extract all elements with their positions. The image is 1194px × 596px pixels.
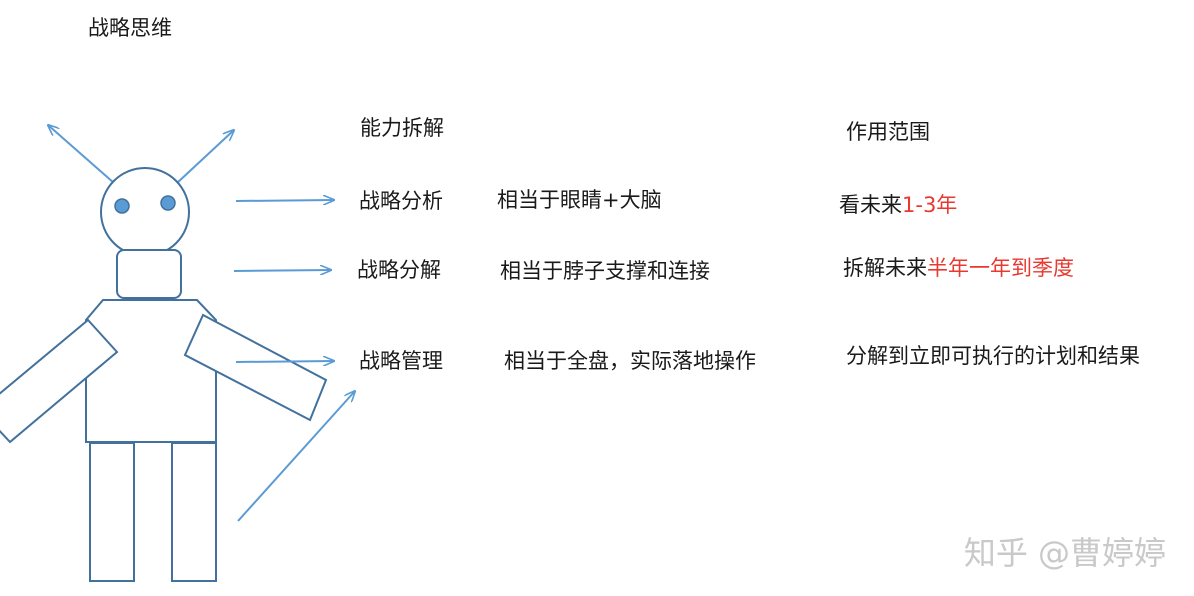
ability-strategy-management: 战略管理 [359,351,443,372]
watermark: 知乎 @曹婷婷 [964,528,1166,574]
scope-row-2-prefix: 拆解未来 [843,256,927,280]
arrow-to-strategy-analysis [236,200,334,201]
arrow-to-strategy-management [236,361,334,362]
analogy-whole-body: 相当于全盘，实际落地操作 [504,351,756,372]
arrow-to-strategy-breakdown [234,270,331,271]
scope-row-2: 拆解未来半年一年到季度 [843,258,1074,279]
scope-row-3-prefix: 分解到立即可执行的计划和结果 [846,344,1140,368]
scope-row-1-prefix: 看未来 [839,193,902,217]
scope-row-3: 分解到立即可执行的计划和结果 [846,346,1140,367]
robot-leg-right [172,443,216,581]
antenna-left-arrow [48,125,114,183]
analogy-eyes-brain: 相当于眼睛+大脑 [497,190,662,211]
diagram-title: 战略思维 [88,18,172,39]
scope-row-1-highlight: 1-3年 [902,193,957,217]
header-scope: 作用范围 [846,122,930,143]
scope-row-2-highlight: 半年一年到季度 [927,256,1074,280]
header-breakdown: 能力拆解 [360,118,444,139]
ability-strategy-breakdown: 战略分解 [357,260,441,281]
robot-neck [117,250,181,298]
analogy-neck: 相当于脖子支撑和连接 [500,261,710,282]
robot-eye-left [115,199,129,213]
robot-eye-right [161,196,175,210]
scope-row-1: 看未来1-3年 [839,195,957,216]
robot-head [101,168,189,256]
robot-leg-left [90,443,134,581]
antenna-right-arrow [177,130,234,183]
ability-strategy-analysis: 战略分析 [359,191,443,212]
robot-body [86,300,216,442]
